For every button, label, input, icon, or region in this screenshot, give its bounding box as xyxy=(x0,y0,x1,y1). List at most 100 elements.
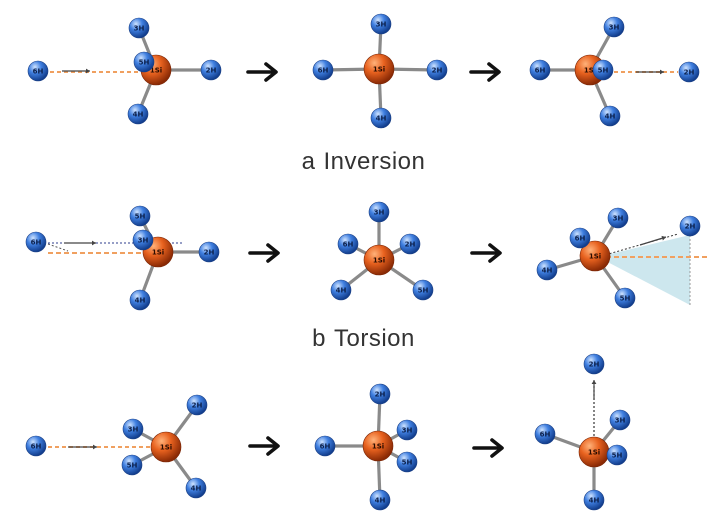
atom-label: 1Si xyxy=(152,249,164,257)
hydrogen-atom-h2: 2H xyxy=(399,233,421,255)
hydrogen-atom-h3: 3H xyxy=(607,207,629,229)
approach-arrowhead xyxy=(93,444,97,450)
hydrogen-atom-h2: 2H xyxy=(679,215,701,237)
hydrogen-atom-h2: 2H xyxy=(369,383,391,405)
atom-label: 5H xyxy=(402,459,413,467)
atom-label: 1Si xyxy=(372,443,384,451)
atom-label: 1Si xyxy=(373,66,385,74)
caption-letter: b xyxy=(312,325,326,352)
atom-label: 4H xyxy=(191,485,202,493)
atom-label: 4H xyxy=(605,113,616,121)
atom-label: 2H xyxy=(405,241,416,249)
hydrogen-atom-h6: 6H xyxy=(337,233,359,255)
atom-label: 1Si xyxy=(373,257,385,265)
hydrogen-atom-h3: 3H xyxy=(370,13,392,35)
atom-label: 4H xyxy=(133,111,144,119)
hydrogen-atom-h4: 4H xyxy=(185,477,207,499)
silicon-atom-si: 1Si xyxy=(363,53,395,85)
silicon-atom-si: 1Si xyxy=(363,244,395,276)
hydrogen-atom-h4: 4H xyxy=(127,103,149,125)
silicon-atom-si: 1Si xyxy=(579,240,611,272)
hydrogen-atom-h6: 6H xyxy=(569,227,591,249)
silicon-atom-si: 1Si xyxy=(578,436,610,468)
atom-label: 6H xyxy=(540,431,551,439)
approach-arrow xyxy=(639,236,667,246)
atom-label: 2H xyxy=(375,391,386,399)
atom-label: 2H xyxy=(684,69,695,77)
hydrogen-atom-h5: 5H xyxy=(396,451,418,473)
hydrogen-atom-h3: 3H xyxy=(609,409,631,431)
hydrogen-atom-h2: 2H xyxy=(186,394,208,416)
hydrogen-atom-h5: 5H xyxy=(606,444,628,466)
atom-label: 5H xyxy=(612,452,623,460)
hydrogen-atom-h3: 3H xyxy=(396,419,418,441)
hydrogen-atom-h6: 6H xyxy=(314,435,336,457)
atom-label: 3H xyxy=(134,25,145,33)
atom-label: 3H xyxy=(609,24,620,32)
right-arrow-icon xyxy=(472,438,504,458)
silicon-atom-si: 1Si xyxy=(150,431,182,463)
right-arrow-icon xyxy=(246,62,278,82)
hydrogen-atom-h4: 4H xyxy=(330,279,352,301)
atom-label: 2H xyxy=(204,249,215,257)
approach-arrowhead xyxy=(92,240,96,246)
caption-letter: a xyxy=(301,148,316,175)
right-arrow-icon xyxy=(469,62,501,82)
torsion-angle-shade xyxy=(598,235,690,305)
atom-label: 4H xyxy=(135,297,146,305)
atom-label: 2H xyxy=(206,67,217,75)
hydrogen-atom-h2: 2H xyxy=(583,353,605,375)
hydrogen-atom-h5: 5H xyxy=(121,454,143,476)
hydrogen-atom-h4: 4H xyxy=(369,489,391,511)
atom-label: 3H xyxy=(402,427,413,435)
hydrogen-atom-h6: 6H xyxy=(312,59,334,81)
atom-label: 6H xyxy=(318,67,329,75)
atom-label: 1Si xyxy=(588,449,600,457)
hydrogen-atom-h3: 3H xyxy=(132,229,154,251)
hydrogen-atom-h6: 6H xyxy=(25,231,47,253)
hydrogen-atom-h3: 3H xyxy=(128,17,150,39)
caption-word: Torsion xyxy=(333,325,415,352)
atom-label: 5H xyxy=(139,59,150,67)
hydrogen-atom-h5: 5H xyxy=(129,205,151,227)
atom-label: 5H xyxy=(135,213,146,221)
silicon-atom-si: 1Si xyxy=(362,430,394,462)
hydrogen-atom-h4: 4H xyxy=(129,289,151,311)
hydrogen-atom-h3: 3H xyxy=(122,418,144,440)
right-arrow-icon xyxy=(248,243,280,263)
atom-label: 3H xyxy=(128,426,139,434)
atom-label: 6H xyxy=(31,239,42,247)
hydrogen-atom-h5: 5H xyxy=(592,59,614,81)
right-arrow-icon xyxy=(470,243,502,263)
hydrogen-atom-h5: 5H xyxy=(614,287,636,309)
atom-label: 2H xyxy=(589,361,600,369)
atom-label: 3H xyxy=(138,237,149,245)
atom-label: 3H xyxy=(376,21,387,29)
atom-label: 1Si xyxy=(160,444,172,452)
hydrogen-atom-h4: 4H xyxy=(583,489,605,511)
hydrogen-atom-h3: 3H xyxy=(603,16,625,38)
hydrogen-atom-h2: 2H xyxy=(200,59,222,81)
caption-word: Inversion xyxy=(323,148,426,175)
atom-label: 5H xyxy=(620,295,631,303)
atom-label: 4H xyxy=(589,497,600,505)
guide-line xyxy=(47,243,69,252)
hydrogen-atom-h6: 6H xyxy=(529,59,551,81)
hydrogen-atom-h2: 2H xyxy=(678,61,700,83)
atom-label: 5H xyxy=(418,287,429,295)
caption-torsion: b Torsion xyxy=(0,325,727,353)
hydrogen-atom-h5: 5H xyxy=(133,51,155,73)
hydrogen-atom-h2: 2H xyxy=(198,241,220,263)
atom-label: 4H xyxy=(542,267,553,275)
approach-arrowhead xyxy=(86,68,90,74)
atom-label: 6H xyxy=(535,67,546,75)
atom-label: 5H xyxy=(127,462,138,470)
atom-label: 2H xyxy=(432,67,443,75)
approach-arrowhead xyxy=(660,69,664,75)
hydrogen-atom-h6: 6H xyxy=(534,423,556,445)
approach-arrowhead xyxy=(661,235,666,241)
atom-label: 3H xyxy=(374,209,385,217)
approach-arrowhead xyxy=(591,380,597,384)
atom-label: 3H xyxy=(613,215,624,223)
right-arrow-icon xyxy=(248,436,280,456)
